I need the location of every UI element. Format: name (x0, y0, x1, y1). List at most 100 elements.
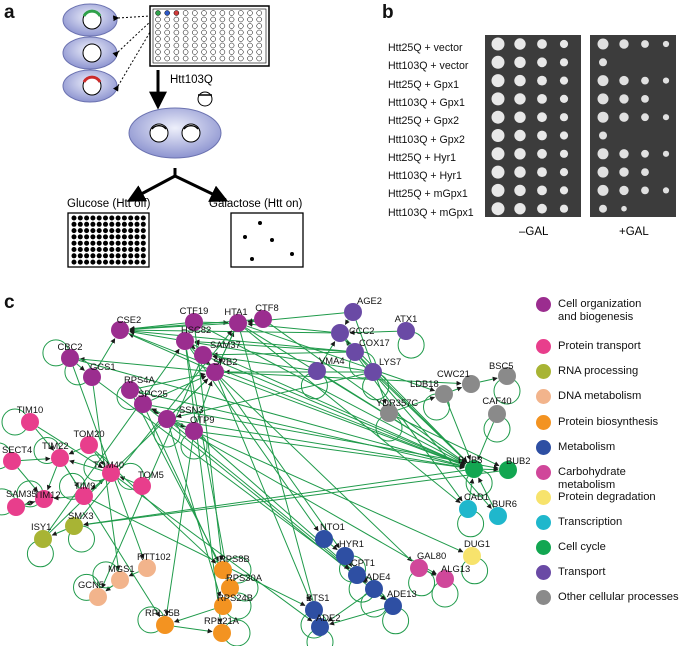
yeast-spot (662, 40, 670, 48)
interaction-edge (201, 325, 466, 465)
well (182, 10, 189, 16)
interaction-edge (478, 477, 495, 509)
well (84, 234, 90, 240)
interaction-edge (270, 323, 467, 464)
well (164, 55, 170, 62)
panel-a-schematic: Htt103Q Glucose (Htt off) Galactose (Htt… (62, 3, 304, 268)
well (247, 16, 253, 23)
yeast-spot (559, 39, 569, 49)
well (238, 23, 244, 29)
minus-gal-label: –GAL (519, 226, 549, 238)
yeast-spot (537, 148, 547, 159)
network-node (308, 362, 326, 380)
legend-item: Transcription (536, 515, 622, 530)
well (164, 16, 170, 23)
well (192, 49, 198, 55)
network-node (489, 507, 507, 525)
node-label: DUG1 (464, 538, 490, 549)
spot-row-label: Htt103Q + vector (388, 60, 469, 73)
well (155, 49, 161, 55)
well (210, 10, 216, 16)
well (164, 29, 170, 36)
node-label: SAM35 (6, 488, 37, 499)
interaction-edge (468, 478, 475, 501)
network-node (102, 464, 120, 482)
well (173, 36, 180, 42)
well (238, 29, 244, 36)
network-node (305, 601, 323, 619)
well (182, 55, 189, 62)
well (90, 234, 96, 240)
well (71, 247, 77, 252)
network-node (83, 368, 101, 386)
well (121, 253, 127, 259)
node-label: CBC2 (57, 341, 82, 352)
yeast-spot (641, 149, 649, 158)
legend-item: Protein degradation (536, 490, 656, 505)
well (90, 228, 96, 234)
well (256, 42, 262, 49)
network-node (194, 346, 212, 364)
interaction-edge (119, 476, 134, 483)
well (109, 240, 115, 246)
node-label: RPL35B (145, 607, 180, 618)
well (201, 42, 207, 49)
network-node (365, 580, 383, 598)
node-label: GAL80 (417, 550, 446, 561)
well (115, 240, 121, 246)
interaction-edge (174, 423, 437, 575)
legend-item: Cell cycle (536, 540, 606, 555)
network-node (111, 321, 129, 339)
well (140, 240, 146, 246)
well (201, 10, 207, 16)
well (247, 49, 253, 55)
yeast-spot (514, 38, 526, 50)
yeast-spot (559, 168, 569, 177)
yeast-spot (514, 93, 526, 105)
node-label: SPC25 (138, 388, 168, 399)
well (192, 23, 198, 29)
well (256, 10, 262, 16)
network-node (158, 410, 176, 428)
well (134, 253, 140, 259)
legend-label: Protein degradation (558, 491, 656, 503)
interaction-edge (239, 331, 319, 618)
interaction-edge (69, 459, 103, 471)
well (96, 253, 102, 259)
interaction-edge (128, 332, 466, 467)
node-label: ALG13 (441, 563, 470, 574)
legend-item: Protein biosynthesis (536, 415, 658, 430)
well (84, 247, 90, 252)
well (219, 23, 226, 29)
interaction-edge (68, 448, 81, 455)
legend-label: DNA metabolism (558, 390, 642, 402)
yeast-spot (491, 165, 505, 179)
interaction-edge (349, 330, 398, 336)
well (192, 36, 198, 42)
well (140, 215, 146, 221)
yeast-spot (619, 185, 629, 196)
legend-dot (536, 565, 551, 580)
interaction-edge (173, 625, 213, 634)
yeast-spot (514, 129, 526, 142)
yeast-spot (537, 57, 547, 68)
well (219, 36, 226, 42)
node-label: AGE2 (357, 295, 382, 306)
network-node (206, 363, 224, 381)
yeast-spot (597, 75, 609, 87)
well (210, 49, 216, 55)
well (115, 221, 121, 227)
network-node (51, 449, 69, 467)
interaction-edge (479, 376, 498, 383)
network-node (488, 405, 506, 423)
yeast-cell-center (128, 107, 222, 159)
well (140, 259, 146, 265)
network-node (214, 597, 232, 615)
well (96, 215, 102, 221)
network-node (384, 597, 402, 615)
interaction-edge (175, 419, 465, 470)
interaction-edge (219, 379, 340, 549)
well (256, 55, 262, 62)
node-label: TOM20 (73, 428, 104, 439)
well (109, 221, 115, 227)
